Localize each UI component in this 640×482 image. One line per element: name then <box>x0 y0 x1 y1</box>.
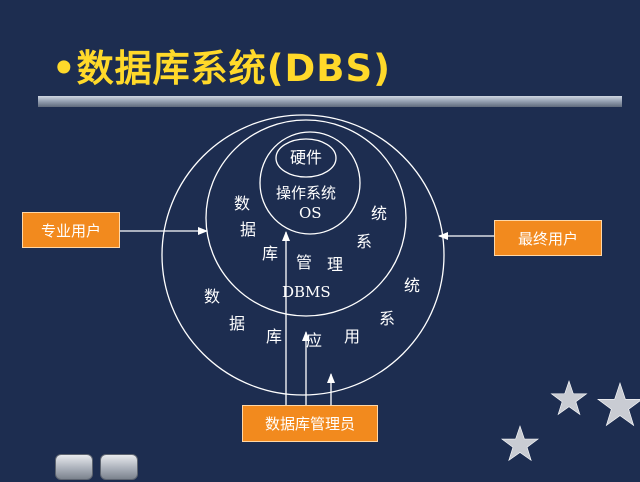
application-ring <box>161 114 445 396</box>
dbms-char: 数 <box>234 194 251 213</box>
dbms-char: 统 <box>371 204 388 223</box>
star-decoration <box>550 380 588 416</box>
dbms-ring <box>205 119 407 317</box>
os-label-line2: OS <box>299 204 322 222</box>
prev-button-icon[interactable] <box>55 454 93 480</box>
app-char: 据 <box>229 314 246 333</box>
dba-box: 数据库管理员 <box>242 405 378 442</box>
app-char: 数 <box>204 287 221 306</box>
app-char: 统 <box>404 276 421 295</box>
app-char: 用 <box>344 327 361 346</box>
dbms-label: DBMS <box>282 283 331 301</box>
dbms-char: 管 <box>296 253 313 272</box>
os-ring <box>259 131 361 235</box>
dbms-char: 据 <box>240 220 257 239</box>
hardware-label: 硬件 <box>290 148 323 167</box>
next-button-icon[interactable] <box>100 454 138 480</box>
dbms-char: 系 <box>356 232 373 251</box>
professional-user-box: 专业用户 <box>22 212 120 248</box>
title-underline-bar <box>38 96 622 107</box>
dbms-char: 理 <box>327 255 344 274</box>
os-label-line1: 操作系统 <box>276 184 337 202</box>
star-decoration <box>500 425 540 462</box>
dbms-char: 库 <box>262 244 279 263</box>
app-char: 系 <box>379 309 396 328</box>
star-decoration <box>597 382 640 427</box>
app-char: 应 <box>306 331 323 350</box>
end-user-box: 最终用户 <box>494 220 602 256</box>
slide-title: •数据库系统(DBS) <box>52 47 392 90</box>
hardware-ring <box>275 138 337 178</box>
app-char: 库 <box>266 327 283 346</box>
